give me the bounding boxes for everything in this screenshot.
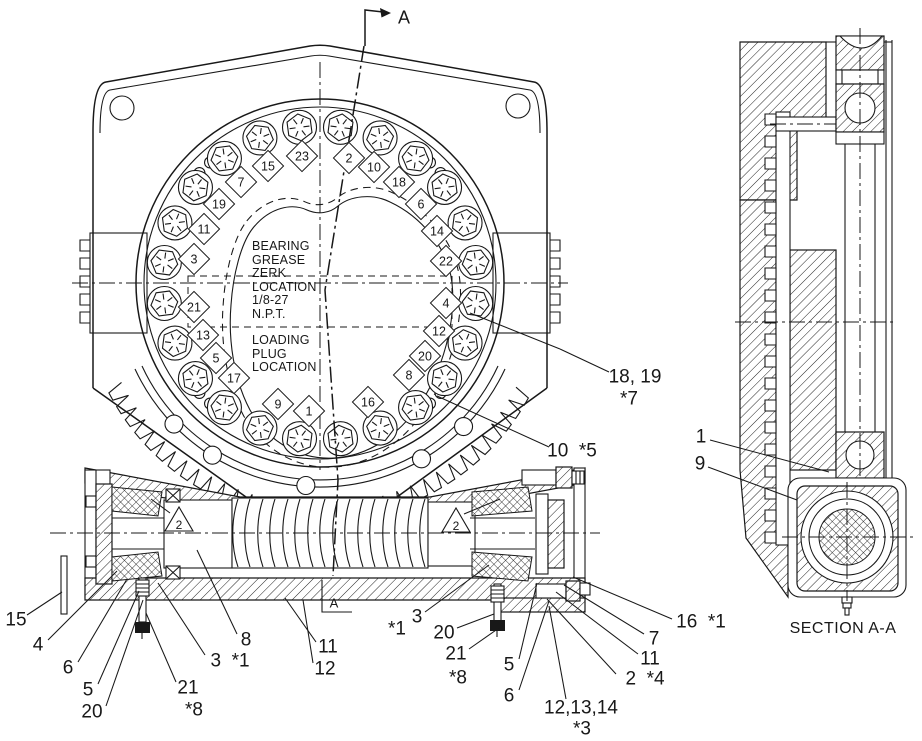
section-a-a-view xyxy=(735,28,914,616)
flag-note-triangle xyxy=(441,506,471,533)
wheel-teeth-section xyxy=(764,113,777,544)
leader-lines xyxy=(26,312,830,707)
flag-note-triangle xyxy=(164,505,194,532)
worm-shaft-assembly xyxy=(60,466,591,639)
